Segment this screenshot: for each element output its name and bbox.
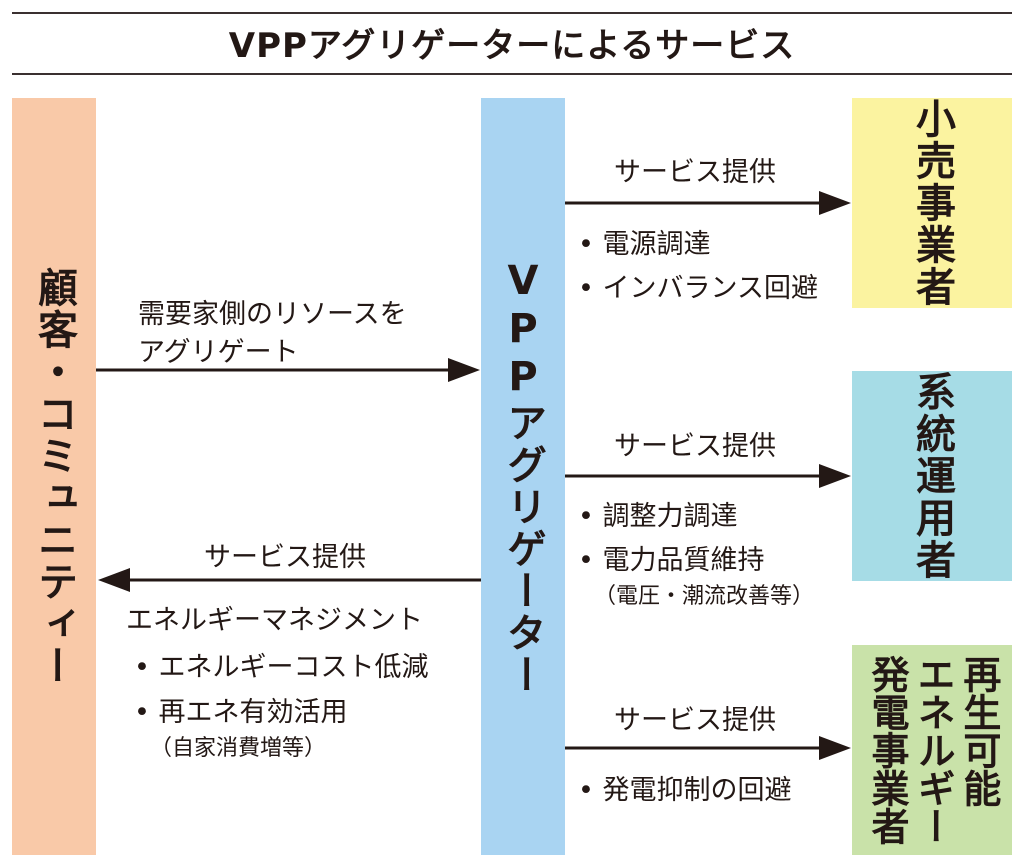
customer-bullet: • エネルギーコスト低減 (134, 652, 429, 683)
vpp-aggregator-box: VPPアグリゲーター (481, 98, 565, 855)
arrowhead-vpp-to-customer (98, 568, 130, 592)
grid-bullet-text: 調整力調達 (602, 501, 738, 532)
retail-label: 小売事業者 (909, 98, 955, 308)
retail-bullet: • 電源調達 (578, 229, 711, 260)
retail-box: 小売事業者 (852, 98, 1012, 308)
service-label-to-renewable: サービス提供 (614, 705, 776, 736)
energy-management-label: エネルギーマネジメント (126, 605, 423, 636)
grid-operator-label: 系統運用者 (909, 371, 955, 581)
renewable-box: 再生可能 エネルギー 発電事業者 (852, 645, 1012, 855)
service-label-to-grid: サービス提供 (614, 431, 776, 462)
arrowhead-vpp-to-grid (819, 464, 851, 488)
grid-bullet: • 電力品質維持 (578, 545, 765, 576)
title-underline (12, 73, 1012, 75)
grid-bullet-note: （電圧・潮流改善等） (594, 584, 815, 609)
renewable-label-line1: 再生可能 (956, 655, 1001, 807)
renewable-label-line3: 発電事業者 (865, 655, 910, 845)
renewable-bullet: • 発電抑制の回避 (578, 775, 792, 806)
aggregate-label-line1: 需要家側のリソースを (138, 299, 407, 330)
diagram-title: VPPアグリゲーターによるサービス (228, 26, 796, 66)
customer-label: 顧客・コミュニティー (31, 266, 77, 687)
vpp-aggregator-label: VPPアグリゲーター (500, 257, 546, 696)
retail-bullet-text: 電源調達 (602, 229, 711, 260)
renewable-bullet-text: 発電抑制の回避 (602, 775, 792, 806)
customer-bullet-text: エネルギーコスト低減 (158, 652, 429, 683)
arrowhead-vpp-to-retail (819, 191, 851, 215)
customer-box: 顧客・コミュニティー (12, 98, 96, 855)
retail-bullet-text: インバランス回避 (602, 273, 818, 304)
retail-bullet: • インバランス回避 (578, 273, 818, 304)
renewable-label: 再生可能 エネルギー 発電事業者 (865, 655, 1001, 845)
arrowhead-vpp-to-renewable (819, 736, 851, 760)
service-label-to-customer: サービス提供 (204, 542, 366, 573)
grid-bullet-text: 電力品質維持 (602, 545, 765, 576)
grid-bullet: • 調整力調達 (578, 501, 738, 532)
aggregate-label-line2: アグリゲート (138, 337, 299, 368)
top-rule (12, 12, 1012, 14)
service-label-to-retail: サービス提供 (614, 157, 776, 188)
renewable-label-line2: エネルギー (910, 655, 955, 845)
customer-bullet-note: （自家消費増等） (150, 736, 327, 761)
arrowhead-customer-to-vpp (448, 358, 480, 382)
grid-operator-box: 系統運用者 (852, 371, 1012, 581)
customer-bullet: • 再エネ有効活用 (134, 697, 348, 728)
customer-bullet-text: 再エネ有効活用 (158, 697, 348, 728)
